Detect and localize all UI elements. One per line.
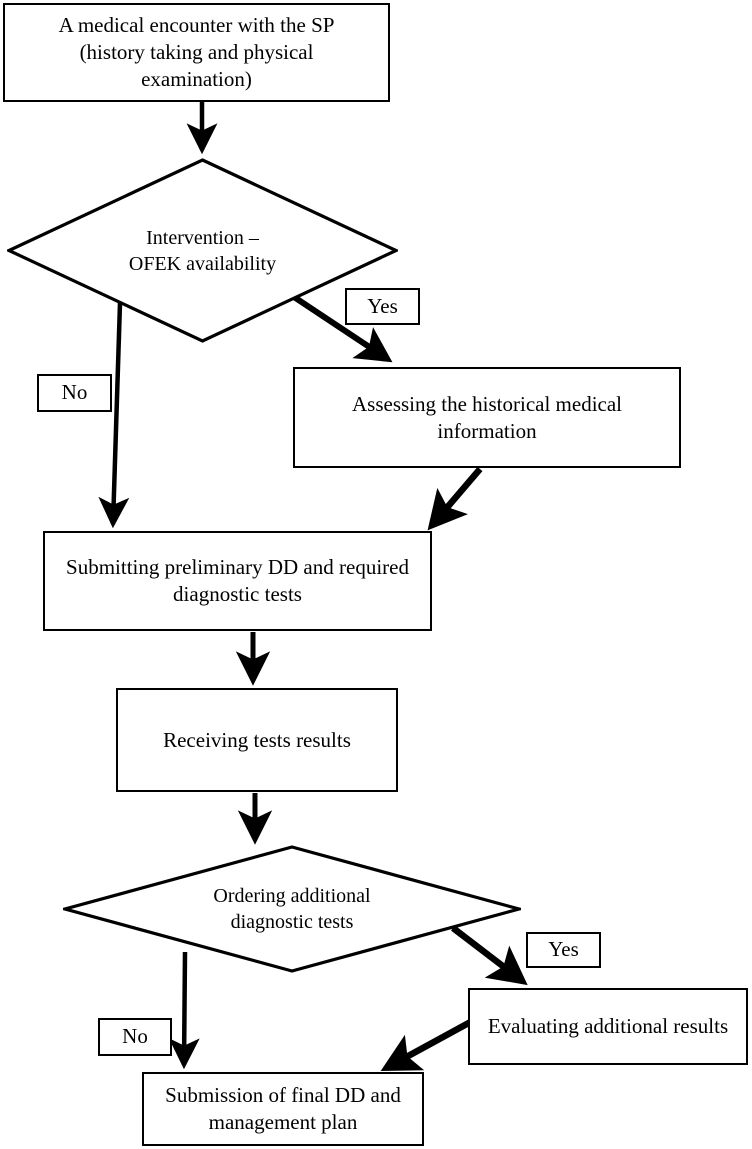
node-receiving-tests-results-label: Receiving tests results — [163, 727, 351, 752]
edge-label-no-intervention: No — [37, 374, 112, 412]
node-intervention-decision: Intervention – OFEK availability — [7, 158, 398, 343]
node-final-dd-management-plan-label: Submission of final DD and management pl… — [165, 1083, 401, 1134]
node-receiving-tests-results: Receiving tests results — [116, 688, 398, 792]
node-final-dd-management-plan: Submission of final DD and management pl… — [142, 1072, 424, 1146]
node-evaluating-additional-results-label: Evaluating additional results — [487, 1014, 729, 1039]
node-medical-encounter: A medical encounter with the SP (history… — [3, 3, 390, 102]
edge-label-yes-ordering: Yes — [526, 932, 601, 968]
edge-evaluating-to-final — [380, 1016, 478, 1072]
node-assessing-historical-info-label: Assessing the historical medical informa… — [351, 391, 623, 443]
node-ordering-additional-tests-decision: Ordering additional diagnostic tests — [63, 845, 521, 973]
edge-label-yes-ordering-text: Yes — [548, 937, 579, 962]
edge-assessing-to-submitting — [427, 466, 483, 531]
edge-label-yes-intervention-text: Yes — [367, 293, 398, 318]
edge-label-no-intervention-text: No — [61, 380, 88, 405]
edge-label-no-ordering-text: No — [122, 1024, 148, 1049]
node-submitting-preliminary-dd: Submitting preliminary DD and required d… — [43, 531, 432, 631]
node-intervention-decision-label: Intervention – OFEK availability — [128, 226, 277, 275]
diamond-shape — [63, 845, 521, 973]
node-submitting-preliminary-dd-label: Submitting preliminary DD and required d… — [66, 555, 409, 606]
edge-label-yes-intervention: Yes — [345, 288, 420, 325]
edge-label-no-ordering: No — [98, 1018, 172, 1056]
diamond-shape — [7, 158, 398, 343]
node-ordering-additional-tests-label: Ordering additional diagnostic tests — [213, 885, 371, 933]
node-evaluating-additional-results: Evaluating additional results — [468, 988, 748, 1065]
node-medical-encounter-label: A medical encounter with the SP (history… — [58, 13, 335, 91]
node-assessing-historical-info: Assessing the historical medical informa… — [293, 367, 681, 468]
